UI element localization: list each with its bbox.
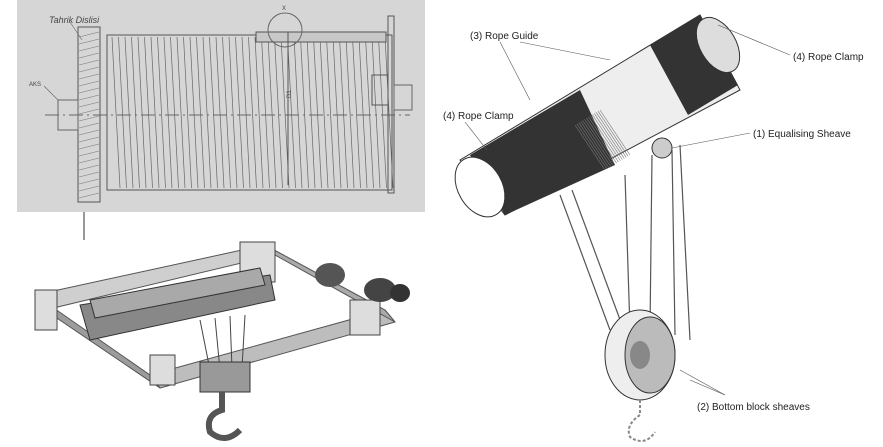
hatch-line (170, 36, 179, 189)
hatch-line (78, 164, 100, 171)
hatch-line (293, 36, 303, 189)
hatch-line (228, 36, 238, 189)
hatch-line (78, 38, 100, 45)
rope-guide-label: (3) Rope Guide (470, 31, 539, 42)
hatch-line (274, 36, 283, 189)
hatch-line (576, 123, 608, 170)
overhead-crane-illustration (34, 241, 410, 441)
rope-reeving-diagram: (3) Rope Guide (4) Rope Clamp (4) Rope C… (443, 14, 864, 442)
hatch-line (582, 120, 613, 166)
hatch-line (215, 36, 225, 189)
hatch-line (176, 36, 186, 189)
hatch-line (157, 36, 166, 189)
diameter-label: D1 (287, 90, 293, 98)
hatch-line (78, 80, 100, 87)
hatch-line (202, 36, 212, 189)
rope-clamp-left-label: (4) Rope Clamp (443, 111, 514, 122)
hatch-line (78, 143, 100, 150)
hatch-line (241, 36, 251, 189)
hatch-line (150, 36, 160, 189)
hatch-line (78, 101, 100, 108)
hatch-line (593, 113, 625, 159)
hatch-line (326, 36, 335, 189)
hatch-line (78, 122, 100, 129)
hatch-line (378, 36, 387, 189)
hatch-line (580, 121, 612, 167)
hatch-line (111, 36, 121, 189)
shaft-label: AKS (29, 82, 41, 88)
hatch-line (358, 36, 368, 189)
hatch-line (78, 31, 100, 38)
hatch-line (124, 36, 134, 189)
equalising-sheave-label: (1) Equalising Sheave (753, 129, 851, 140)
hatch-line (319, 36, 329, 189)
hatch-line (196, 36, 205, 189)
hatch-line (78, 52, 100, 59)
hatch-line (313, 36, 322, 189)
hatch-line (592, 114, 623, 160)
drum-section-drawing: Tahrik Dislisi AKS X D1 (17, 0, 425, 240)
hatch-line (144, 36, 153, 189)
hatch-line (189, 36, 199, 189)
hatch-line (578, 122, 610, 168)
hatch-line (371, 36, 381, 189)
hatch-line (588, 116, 619, 163)
hatch-line (78, 192, 100, 199)
hatch-line (300, 36, 309, 189)
hatch-line (78, 66, 100, 73)
hatch-line (254, 36, 264, 189)
hatch-line (595, 112, 627, 158)
hatch-line (78, 45, 100, 52)
hatch-line (163, 36, 173, 189)
hatch-line (78, 157, 100, 164)
hatch-line (137, 36, 147, 189)
hatch-line (78, 108, 100, 115)
hatch-line (352, 36, 361, 189)
hatch-line (78, 136, 100, 143)
hatch-line (267, 36, 277, 189)
hatch-line (209, 36, 218, 189)
hatch-line (78, 94, 100, 101)
hatch-line (78, 150, 100, 157)
hatch-line (332, 36, 342, 189)
hatch-line (78, 171, 100, 178)
hatch-line (597, 110, 629, 157)
hatch-line (78, 59, 100, 66)
gear-label: Tahrik Dislisi (49, 15, 100, 25)
hatch-line (78, 73, 100, 80)
hatch-line (261, 36, 270, 189)
rope-clamp-right-label: (4) Rope Clamp (793, 52, 864, 63)
hatch-line (574, 124, 606, 171)
hatch-line (183, 36, 192, 189)
hatch-line (339, 36, 348, 189)
hatch-line (78, 185, 100, 192)
hatch-line (78, 178, 100, 185)
hatch-line (78, 87, 100, 94)
hatch-line (584, 119, 615, 165)
hatch-line (222, 36, 231, 189)
hatch-line (345, 36, 355, 189)
hatch-line (131, 36, 140, 189)
hatch-line (78, 115, 100, 122)
hatch-line (384, 36, 394, 189)
hatch-line (118, 36, 127, 189)
detail-label: X (282, 6, 286, 12)
hatch-line (306, 36, 316, 189)
hatch-line (599, 109, 631, 156)
hatch-line (586, 117, 617, 164)
bottom-block-sheaves-label: (2) Bottom block sheaves (697, 402, 810, 413)
hatch-line (248, 36, 257, 189)
hatch-line (235, 36, 244, 189)
hatch-line (365, 36, 374, 189)
hatch-line (590, 115, 621, 161)
hatch-line (287, 36, 296, 189)
hatch-line (78, 129, 100, 136)
